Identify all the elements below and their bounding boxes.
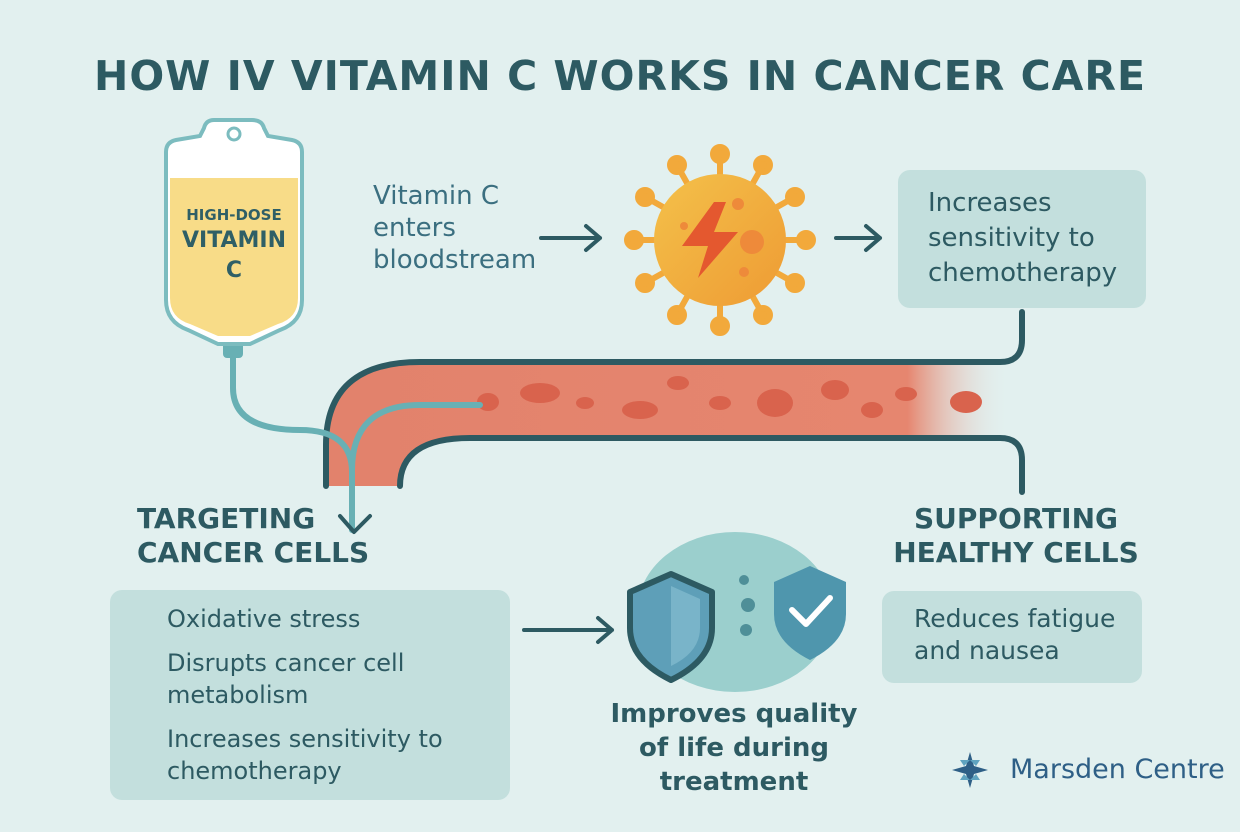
iv-tube-branch bbox=[349, 402, 483, 473]
iv-bag-label-line3: C bbox=[225, 258, 243, 283]
page-title: HOW IV VITAMIN C WORKS IN CANCER CARE bbox=[94, 52, 1146, 100]
iv-tube bbox=[230, 355, 355, 533]
supporting-text: Reduces fatigue and nausea bbox=[914, 604, 1116, 665]
targeting-list-box bbox=[110, 590, 510, 800]
list-item-oxidative: Oxidative stress bbox=[167, 605, 361, 633]
targeting-heading: TARGETING CANCER CELLS bbox=[137, 502, 370, 569]
chevron-down-icon bbox=[338, 514, 372, 534]
arrow-right-icon bbox=[539, 224, 602, 252]
sensitivity-box bbox=[898, 170, 1146, 308]
supporting-heading: SUPPORTING HEALTHY CELLS bbox=[893, 502, 1139, 569]
lightning-icon bbox=[682, 202, 738, 278]
arrow-right-icon bbox=[834, 224, 882, 252]
list-item-metabolism: Disrupts cancer cell metabolism bbox=[167, 649, 405, 709]
shield-check-icon bbox=[774, 566, 846, 660]
shield-icon bbox=[627, 571, 715, 683]
cancer-cell-icon bbox=[624, 144, 816, 336]
outcome-text: Improves quality of life during treatmen… bbox=[610, 699, 858, 797]
supporting-box bbox=[882, 591, 1142, 683]
arrow-right-icon bbox=[522, 616, 614, 644]
iv-bag-label-line1: HIGH-DOSE bbox=[186, 206, 282, 224]
enters-bloodstream-text: Vitamin C enters bloodstream bbox=[373, 181, 537, 275]
list-item-sensitivity: Increases sensitivity to chemotherapy bbox=[167, 725, 443, 785]
brand-name: Marsden Centre bbox=[1010, 754, 1225, 785]
blood-vessel bbox=[323, 309, 1025, 495]
sensitivity-text: Increases sensitivity to chemotherapy bbox=[928, 188, 1118, 288]
iv-bag bbox=[164, 118, 304, 358]
brand-logo-icon bbox=[952, 752, 988, 788]
iv-bag-label-line2: VITAMIN bbox=[181, 228, 287, 253]
